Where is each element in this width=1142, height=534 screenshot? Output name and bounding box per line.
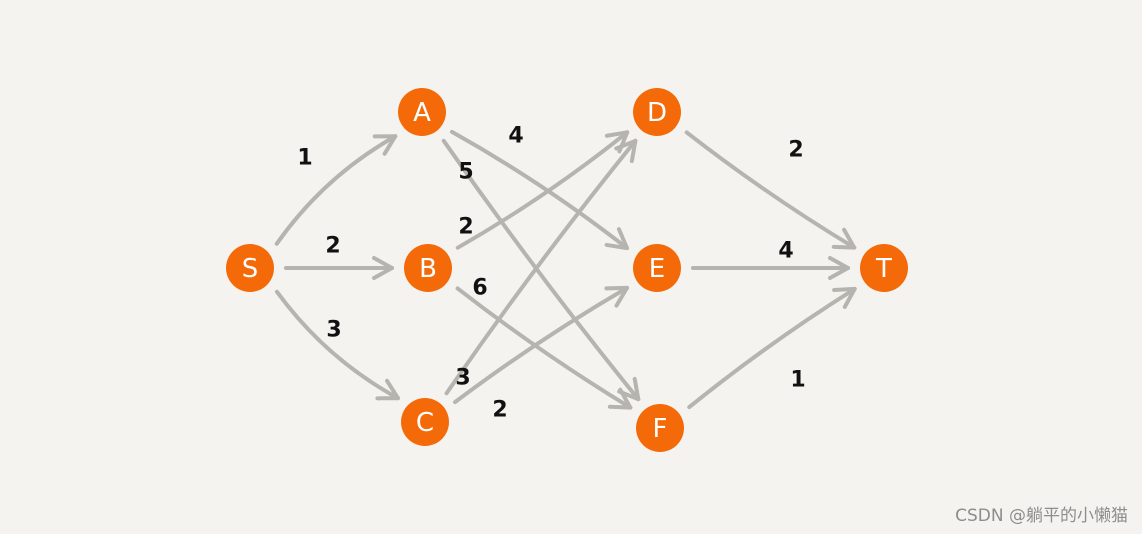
node-a: A <box>398 88 446 136</box>
edge-c-to-d <box>444 138 638 396</box>
node-d-circle <box>633 88 681 136</box>
edge-d-to-t <box>684 130 857 250</box>
node-c: C <box>401 398 449 446</box>
nodes-layer: S A B C D E F T <box>226 88 908 452</box>
edges-layer <box>274 129 857 410</box>
edge-a-to-e <box>450 129 629 251</box>
edge-c-to-e <box>453 285 629 405</box>
edge-s-to-c <box>275 289 400 401</box>
weight-label-f-t: 1 <box>790 368 805 393</box>
node-c-circle <box>401 398 449 446</box>
weight-label-s-c: 3 <box>326 318 341 343</box>
node-t-label: T <box>875 254 892 284</box>
node-t-circle <box>860 244 908 292</box>
node-a-circle <box>398 88 446 136</box>
node-s: S <box>226 244 274 292</box>
weight-label-s-b: 2 <box>325 234 340 259</box>
node-s-label: S <box>242 254 259 284</box>
edge-a-to-f <box>441 138 641 402</box>
weight-label-e-t: 4 <box>778 239 793 264</box>
node-f-label: F <box>653 414 668 444</box>
weight-label-a-f: 5 <box>458 160 473 185</box>
node-c-label: C <box>416 408 434 438</box>
edge-s-to-a <box>274 134 398 246</box>
node-e-label: E <box>649 254 665 284</box>
edge-b-to-d <box>455 130 630 250</box>
node-s-circle <box>226 244 274 292</box>
node-b-circle <box>404 244 452 292</box>
node-e: E <box>633 244 681 292</box>
node-f: F <box>636 404 684 452</box>
weight-label-s-a: 1 <box>297 146 312 171</box>
weight-label-c-e: 2 <box>492 398 507 423</box>
weight-label-d-t: 2 <box>788 138 803 163</box>
node-b: B <box>404 244 452 292</box>
weight-label-b-d: 2 <box>458 215 473 240</box>
edge-f-to-t <box>687 286 857 410</box>
node-d: D <box>633 88 681 136</box>
node-d-label: D <box>647 98 667 128</box>
weight-label-a-e: 4 <box>508 124 523 149</box>
weight-label-b-f: 6 <box>472 276 487 301</box>
node-e-circle <box>633 244 681 292</box>
edge-b-to-f <box>455 286 633 410</box>
weight-label-c-d: 3 <box>455 366 470 391</box>
watermark-text: CSDN @躺平的小懒猫 <box>955 506 1128 526</box>
node-b-label: B <box>419 254 437 284</box>
node-a-label: A <box>413 98 431 128</box>
node-f-circle <box>636 404 684 452</box>
node-t: T <box>860 244 908 292</box>
